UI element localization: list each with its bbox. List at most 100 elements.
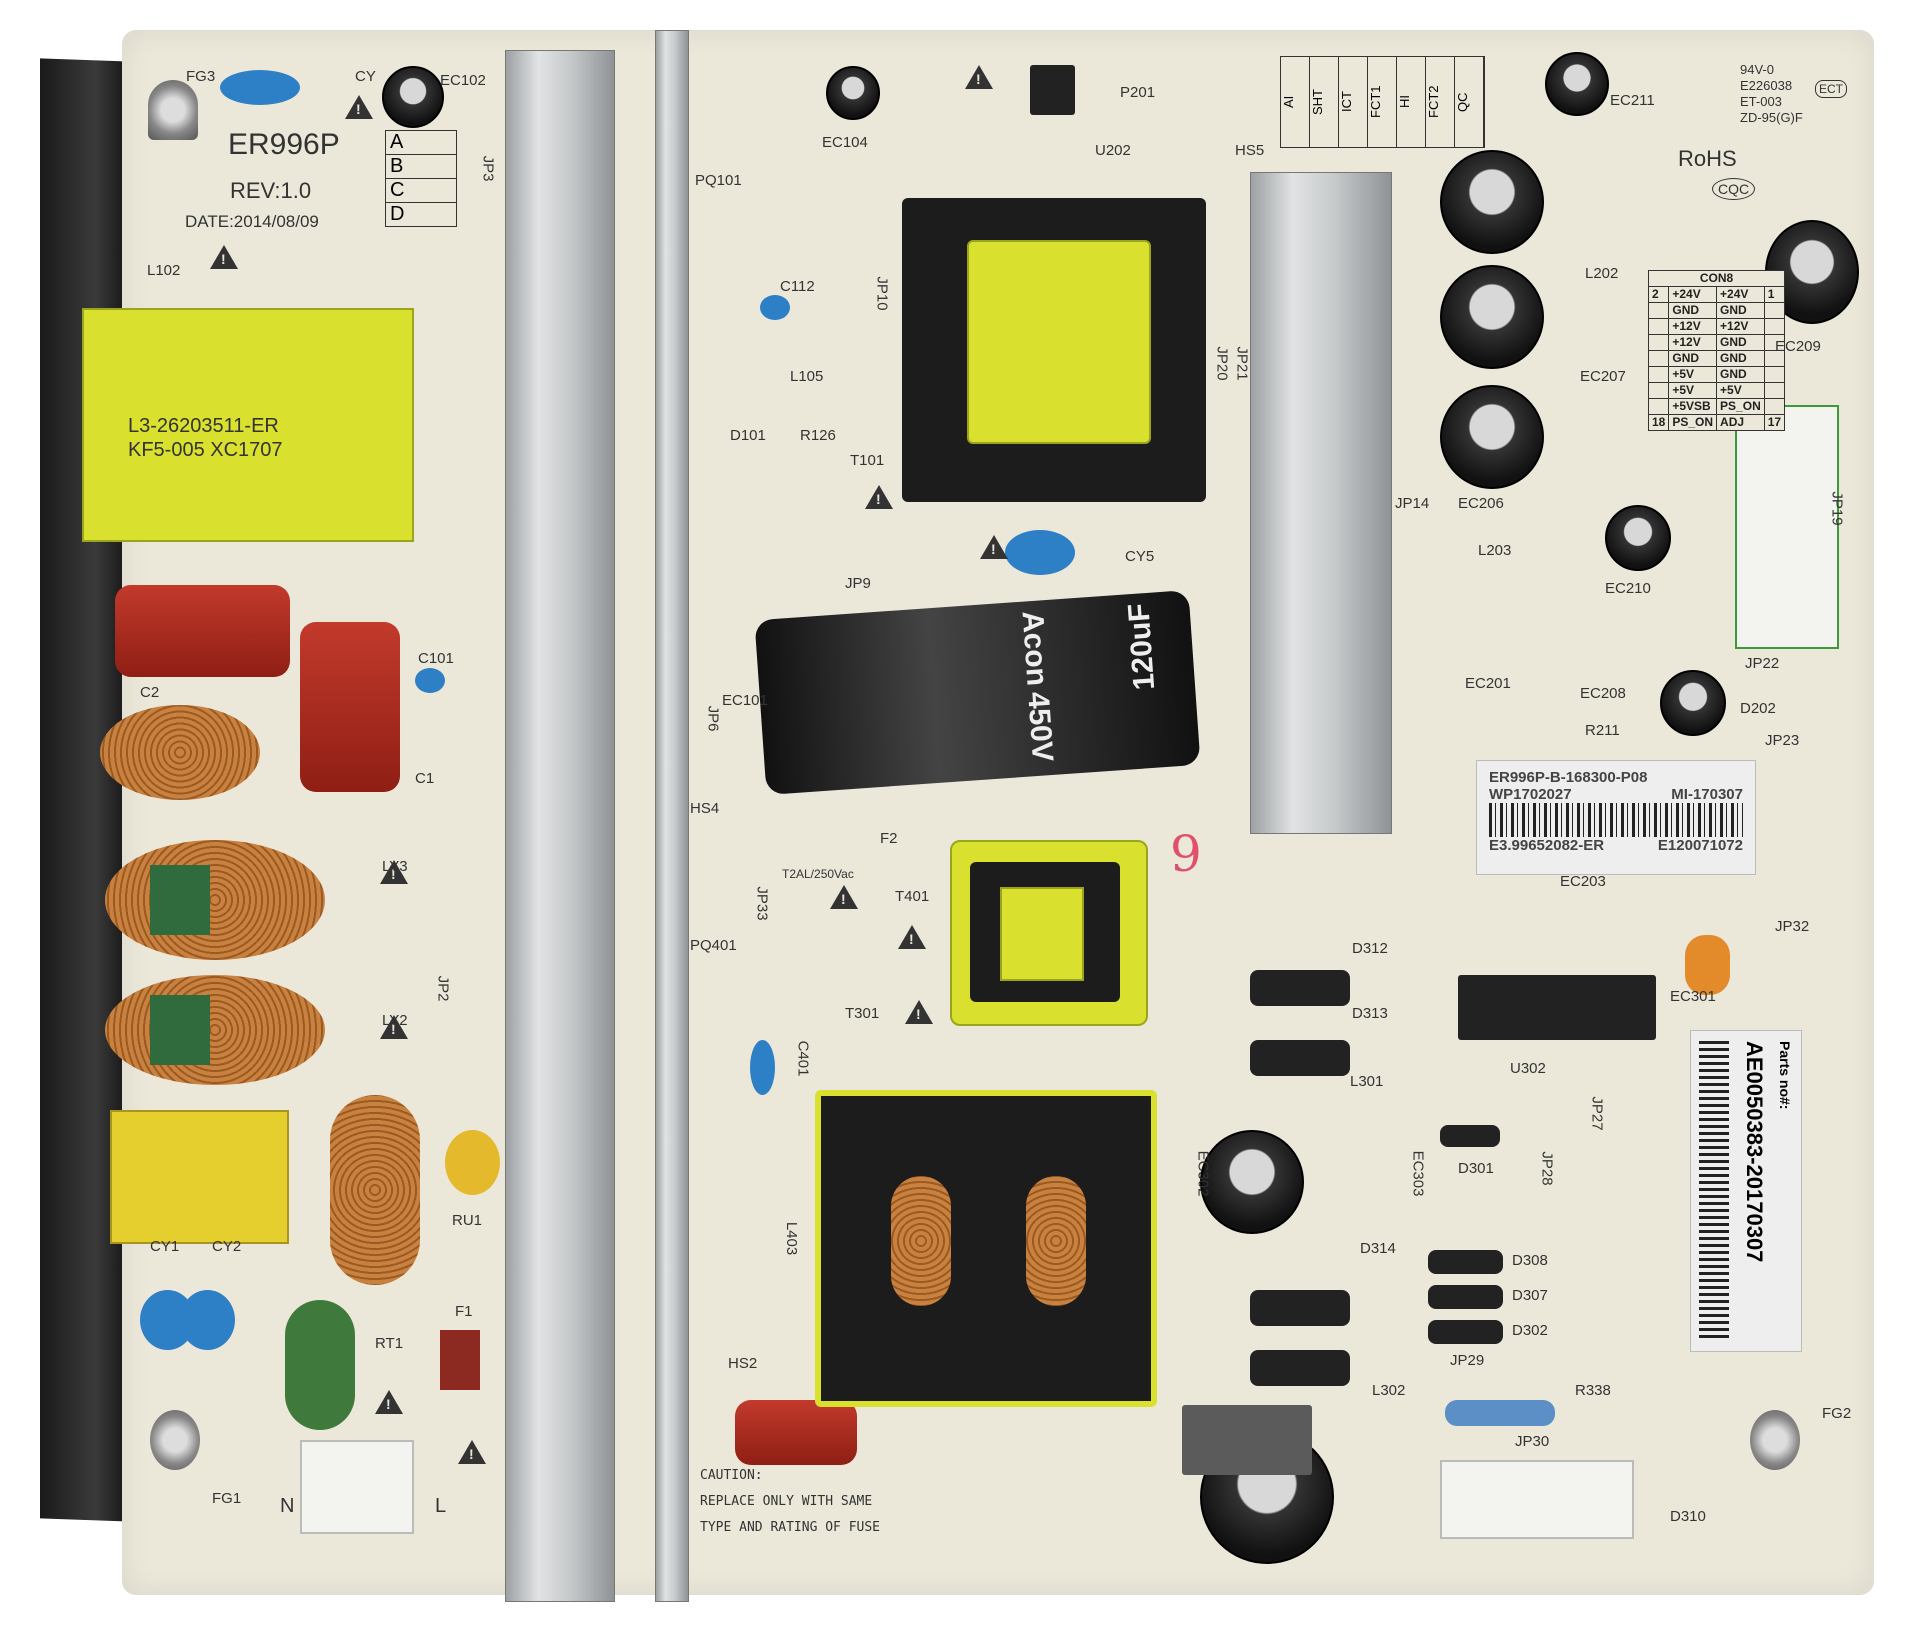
- thermistor-rt1: [285, 1300, 355, 1430]
- parts-number: AE0050383-20170307: [1742, 1041, 1767, 1263]
- certifications: 94V-0 E226038 ET-003 ZD-95(G)F: [1740, 62, 1803, 126]
- mosfet-package: [1182, 1405, 1312, 1475]
- y-capacitor-cy2: [180, 1290, 235, 1350]
- ref-cy1: CY1: [150, 1238, 180, 1255]
- fuse-rating: T2AL/250Vac: [782, 867, 854, 881]
- test-sht: SHT: [1310, 57, 1339, 147]
- ref-jp20: JP20: [1213, 346, 1231, 381]
- con8-title: CON8: [1647, 270, 1786, 287]
- warning-icon: [905, 1000, 933, 1024]
- capacitor-c401: [750, 1040, 775, 1095]
- ref-t401: T401: [895, 888, 930, 905]
- ref-jp3: JP3: [479, 155, 497, 182]
- ref-d302: D302: [1512, 1322, 1548, 1339]
- ref-l102: L102: [147, 262, 181, 279]
- ref-cy5: CY5: [1125, 548, 1155, 565]
- ref-d310: D310: [1670, 1508, 1706, 1525]
- pin-label: PS_ON: [1716, 398, 1765, 415]
- output-connector[interactable]: [1440, 1460, 1634, 1539]
- ac-input-connector[interactable]: [300, 1440, 414, 1534]
- ref-d307: D307: [1512, 1287, 1548, 1304]
- caution-title: CAUTION:: [700, 1468, 763, 1483]
- parts-number-sticker: Parts no#: AE0050383-20170307: [1690, 1030, 1802, 1352]
- ref-l105: L105: [790, 368, 824, 385]
- standby-transformer: L3-26203511-ER KF5-005 XC1707: [82, 308, 414, 542]
- ref-c101: C101: [418, 650, 454, 667]
- board-date: DATE:2014/08/09: [185, 212, 319, 231]
- common-mode-choke-ly3: [105, 840, 325, 960]
- caution-line-2: TYPE AND RATING OF FUSE: [700, 1520, 881, 1535]
- capacitor-ec104: [826, 66, 880, 120]
- black-chassis-edge: [40, 58, 132, 1522]
- ref-u302: U302: [1510, 1060, 1546, 1077]
- board-revision: REV:1.0: [230, 178, 312, 203]
- pin-label: +12V: [1716, 318, 1765, 335]
- ref-ru1: RU1: [452, 1212, 483, 1229]
- ref-rt1: RT1: [375, 1335, 404, 1352]
- bulk-cap-voltage: 450V: [1021, 690, 1059, 763]
- bulk-cap-brand: Acon: [1015, 609, 1054, 687]
- pin-label: +12V: [1668, 318, 1718, 335]
- ref-ec207: EC207: [1580, 368, 1626, 385]
- ref-ec203: EC203: [1560, 873, 1606, 890]
- ref-l202: L202: [1585, 265, 1619, 282]
- transformer-label-2: KF5-005 XC1707: [128, 439, 283, 461]
- ref-d313: D313: [1352, 1005, 1388, 1022]
- sticker-wp: WP1702027: [1489, 786, 1572, 803]
- diode-d313: [1250, 1040, 1350, 1076]
- test-hi: HI: [1397, 57, 1426, 147]
- pin-label: GND: [1716, 334, 1765, 351]
- ref-c2: C2: [140, 684, 160, 701]
- ref-jp9: JP9: [845, 575, 871, 592]
- diode-d314: [1250, 1290, 1350, 1326]
- ref-l302: L302: [1372, 1382, 1406, 1399]
- revision-table: A B C D: [385, 130, 457, 227]
- cqc-mark: CQC: [1712, 178, 1756, 200]
- cert-94v0: 94V-0: [1740, 62, 1774, 77]
- ref-f1: F1: [455, 1303, 473, 1320]
- board-model: ER996P: [228, 128, 340, 161]
- warning-icon: [865, 485, 893, 509]
- rev-c: C: [386, 179, 456, 203]
- ref-ec301: EC301: [1670, 988, 1716, 1005]
- pin-label: +5V: [1668, 366, 1718, 383]
- secondary-heatsink: [1250, 172, 1392, 834]
- y-capacitor-cy: [220, 70, 300, 105]
- connector-jp19[interactable]: [1735, 405, 1839, 649]
- ref-d101: D101: [730, 427, 766, 444]
- ref-c1: C1: [415, 770, 435, 787]
- ground-lug-fg3: [148, 80, 198, 140]
- sticker-e3: E3.99652082-ER: [1489, 837, 1605, 854]
- pin-label: +5VSB: [1668, 398, 1718, 415]
- resistor-r338: [1445, 1400, 1555, 1426]
- common-mode-choke-ly2: [105, 975, 325, 1085]
- ref-fg3: FG3: [186, 68, 216, 85]
- diode-d307: [1428, 1285, 1503, 1309]
- test-stage-table: AI SHT ICT FCT1 HI FCT2 QC: [1280, 56, 1485, 148]
- pin-18: 18: [1647, 414, 1670, 431]
- ref-ec102: EC102: [440, 72, 486, 89]
- ref-d312: D312: [1352, 940, 1388, 957]
- ref-pq401: PQ401: [690, 937, 737, 954]
- rev-d: D: [390, 203, 405, 225]
- diode-d301: [1440, 1125, 1500, 1147]
- warning-icon: [210, 245, 238, 269]
- ref-f2: F2: [880, 830, 898, 847]
- x2-capacitor: [110, 1110, 289, 1244]
- ref-ec302: EC302: [1194, 1150, 1212, 1197]
- ref-ly3: LY3: [382, 858, 408, 875]
- ref-d301: D301: [1458, 1160, 1494, 1177]
- pin-label: GND: [1716, 350, 1765, 367]
- ref-ec201: EC201: [1465, 675, 1511, 692]
- ref-jp27: JP27: [1588, 1096, 1606, 1131]
- ref-l403: L403: [783, 1221, 801, 1256]
- ref-cy: CY: [355, 68, 376, 85]
- sticker-serial: E120071072: [1657, 837, 1743, 854]
- transformer-label-1: L3-26203511-ER: [128, 415, 279, 437]
- warning-icon: [380, 1015, 408, 1039]
- ref-jp28: JP28: [1538, 1151, 1556, 1186]
- test-fct2: FCT2: [1426, 57, 1455, 147]
- warning-icon: [458, 1440, 486, 1464]
